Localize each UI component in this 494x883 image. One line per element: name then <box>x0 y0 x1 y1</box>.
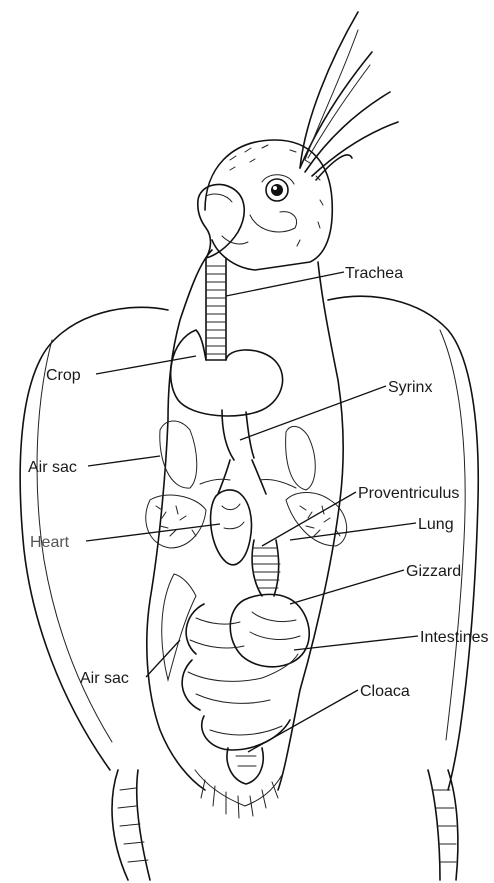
gizzard-illustration <box>230 594 309 666</box>
head-illustration <box>198 140 332 270</box>
lung-illustration-left <box>146 495 206 548</box>
label-air-sac-upper: Air sac <box>28 459 77 476</box>
labels: Trachea Crop Syrinx Air sac Proventricul… <box>28 265 488 700</box>
air-sac-lower-illustration <box>162 574 196 680</box>
label-lung: Lung <box>418 516 454 533</box>
label-proventriculus: Proventriculus <box>358 485 459 502</box>
trachea-illustration <box>206 258 226 360</box>
label-heart: Heart <box>30 534 70 551</box>
label-cloaca: Cloaca <box>360 683 410 700</box>
label-gizzard: Gizzard <box>406 563 461 580</box>
label-syrinx: Syrinx <box>388 379 432 396</box>
heart-illustration <box>211 490 252 565</box>
intestines-illustration <box>182 604 298 750</box>
label-trachea: Trachea <box>345 265 403 282</box>
label-crop: Crop <box>46 367 81 384</box>
label-intestines: Intestines <box>420 629 488 646</box>
label-air-sac-lower: Air sac <box>80 670 129 687</box>
